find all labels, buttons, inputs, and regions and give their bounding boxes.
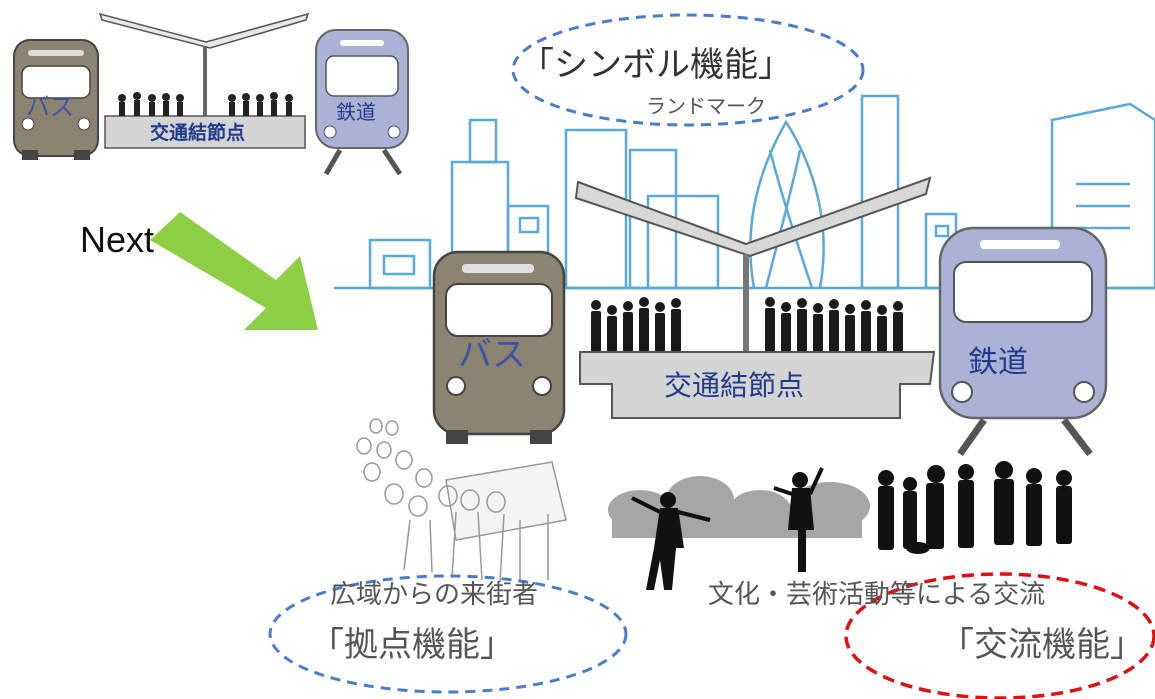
exchange-function-caption: 文化・芸術活動等による交流 — [708, 580, 1046, 610]
crowd-person-head — [607, 305, 617, 315]
crowd-person-head — [877, 305, 887, 315]
exchange-function-ellipse — [844, 572, 1155, 699]
small-bus-label: バス — [26, 93, 74, 121]
large-train-label: 鉄道 — [968, 345, 1028, 380]
large-crowd — [591, 297, 903, 352]
crowd-person-body — [655, 313, 665, 352]
crowd-person-body — [845, 315, 855, 352]
crowd-person-body — [765, 308, 775, 352]
crowd-person-head — [893, 301, 903, 311]
crowd-person-body — [671, 309, 681, 352]
small-platform — [104, 115, 306, 149]
crowd-person-head — [797, 298, 807, 308]
crowd-person-body — [893, 312, 903, 352]
performers-silhouettes — [631, 461, 1072, 590]
crowd-person-body — [797, 309, 807, 352]
visitor-crowd-sketch — [356, 418, 567, 583]
crowd-person-head — [861, 300, 871, 310]
symbol-function-title: 「シンボル機能」 — [520, 45, 792, 85]
crowd-person-head — [813, 303, 823, 313]
hub-function-ellipse — [268, 574, 628, 694]
small-train — [315, 29, 409, 176]
small-platform-label: 交通結節点 — [150, 122, 246, 144]
crowd-person-head — [765, 297, 775, 307]
crowd-person-body — [591, 311, 601, 352]
symbol-function-ellipse — [511, 13, 865, 127]
crowd-person-body — [781, 313, 791, 352]
crowd-person-head — [671, 298, 681, 308]
large-platform-label: 交通結節点 — [664, 369, 805, 402]
crowd-person-body — [861, 311, 871, 352]
crowd-person-head — [623, 301, 633, 311]
crowd-person-body — [829, 310, 839, 352]
large-bus-label: バス — [458, 335, 526, 375]
next-label: Next — [80, 219, 155, 260]
small-scene — [13, 12, 409, 176]
crowd-person-head — [781, 302, 791, 312]
large-platform — [579, 351, 936, 419]
small-train-label: 鉄道 — [336, 100, 376, 124]
large-canopy — [574, 176, 932, 352]
crowd-person-head — [845, 304, 855, 314]
crowd-person-head — [655, 302, 665, 312]
crowd-person-body — [623, 312, 633, 352]
next-arrow — [150, 212, 318, 330]
large-train — [938, 226, 1108, 457]
large-bus — [432, 250, 566, 444]
hub-function-title: 「拠点機能」 — [310, 625, 514, 665]
crowd-person-body — [877, 316, 887, 352]
crowd-person-body — [607, 316, 617, 352]
crowd-person-head — [639, 297, 649, 307]
exchange-function-title: 「交流機能」 — [940, 625, 1144, 665]
crowd-person-head — [829, 299, 839, 309]
hub-function-caption: 広域からの来街者 — [330, 580, 539, 610]
crowd-person-head — [591, 300, 601, 310]
small-canopy — [98, 12, 310, 49]
crowd-person-body — [813, 314, 823, 352]
symbol-function-subtitle: ランドマーク — [646, 94, 766, 118]
small-crowd — [118, 92, 293, 116]
small-bus — [13, 39, 99, 160]
crowd-person-body — [639, 308, 649, 352]
